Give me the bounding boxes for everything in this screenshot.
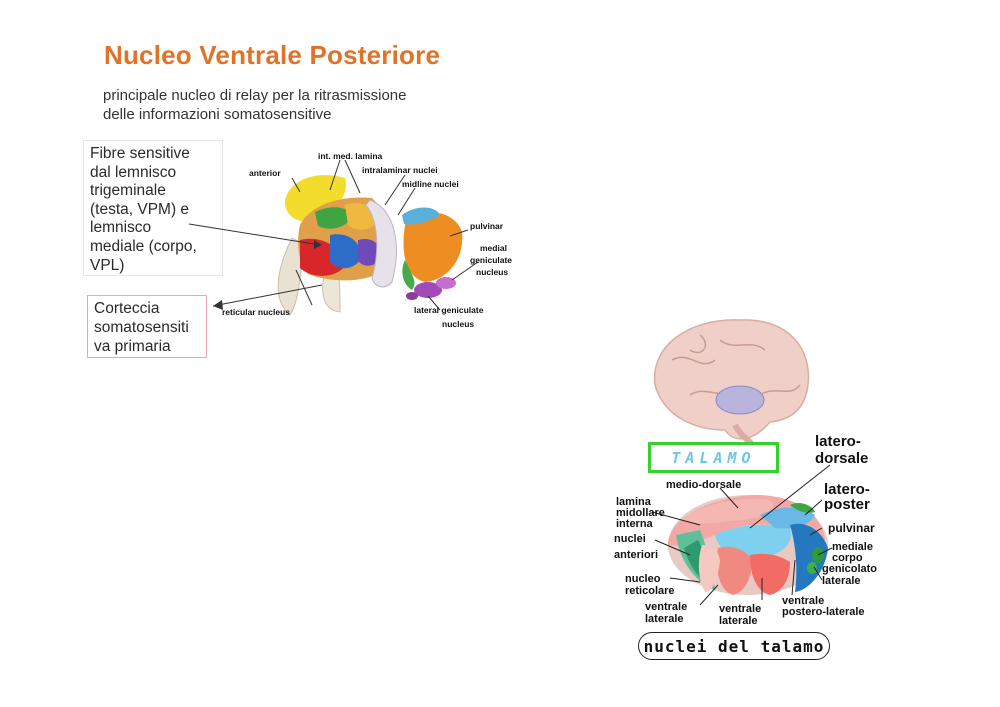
talamo-label: TALAMO [671, 448, 756, 467]
slide-title: Nucleo Ventrale Posteriore [104, 40, 441, 70]
label-latero-poster: poster [824, 496, 870, 513]
label-laterale: laterale [822, 575, 861, 587]
label-lateral-geniculate: nucleus [442, 319, 474, 329]
box-line: (testa, VPM) e [90, 200, 190, 218]
label-reticular: reticular nucleus [222, 307, 290, 317]
label-nucleo-reticolare: nucleo [625, 573, 661, 585]
fibre-sensitive-box: Fibre sensitive dal lemnisco trigeminale… [83, 140, 223, 276]
box-line: dal lemnisco [90, 163, 177, 181]
box-line: somatosensiti [94, 319, 189, 336]
brain-illustration [653, 319, 810, 450]
box-line: mediale (corpo, [90, 237, 197, 255]
nuclei-del-talamo-text: nuclei del talamo [643, 636, 825, 656]
label-ventrale-postero-laterale: ventrale [782, 595, 824, 607]
label-intralaminar: intralaminar nuclei [362, 165, 438, 175]
box-line: VPL) [90, 256, 125, 274]
label-ventrale-laterale: ventrale [645, 601, 687, 613]
subtitle-line: delle informazioni somatosensitive [103, 106, 332, 123]
label-mediale-genicolato: mediale [832, 541, 873, 553]
label-medial-geniculate: geniculate [470, 255, 512, 265]
diagram2-labels: latero- dorsale medio-dorsale latero- po… [614, 433, 877, 627]
talamo-label-box: TALAMO [648, 442, 779, 473]
arrow-head [314, 240, 322, 249]
label-lamina: lamina [616, 496, 652, 508]
label-medio-dorsale: medio-dorsale [666, 479, 741, 491]
label-lateral-geniculate: lateral geniculate [414, 305, 484, 315]
box-line: Fibre sensitive [90, 145, 190, 162]
label-lamina: interna [616, 518, 654, 530]
label-mediale-genicolato: corpo [832, 552, 863, 564]
diagram2-leader-lines [651, 464, 833, 606]
box-line: trigeminale [90, 182, 166, 200]
label-nuclei-anteriori: anteriori [614, 549, 658, 561]
slide-subtitle: principale nucleo di relay per la ritras… [103, 86, 483, 124]
label-anterior: anterior [249, 168, 281, 178]
label-nucleo-reticolare: reticolare [625, 585, 675, 597]
label-mediale-genicolato: genicolato [822, 563, 877, 575]
label-lamina: midollare [616, 507, 665, 519]
label-int-med-lamina: int. med. lamina [318, 151, 383, 161]
box-line: Corteccia [94, 300, 160, 317]
diagram1-labels: anterior int. med. lamina intralaminar n… [222, 151, 512, 329]
label-medial-geniculate: medial [480, 243, 507, 253]
box-line: lemnisco [90, 219, 152, 237]
subtitle-line: principale nucleo di relay per la ritras… [103, 87, 407, 104]
box-line: va primaria [94, 338, 171, 355]
nuclei-del-talamo-title: nuclei del talamo [638, 632, 830, 660]
thalamus-illustration [277, 174, 463, 316]
label-pulvinar: pulvinar [470, 221, 504, 231]
arrow-head [213, 300, 223, 310]
label-ventrale-laterale: ventrale [719, 603, 761, 615]
label-medial-geniculate: nucleus [476, 267, 508, 277]
corteccia-box: Corteccia somatosensiti va primaria [87, 295, 207, 358]
label-latero-dorsale: latero- [815, 433, 861, 450]
thalamus-nuclei-illustration [668, 495, 828, 595]
label-ventrale-laterale: laterale [719, 615, 758, 627]
label-nuclei-anteriori: nuclei [614, 533, 646, 545]
label-latero-dorsale: dorsale [815, 450, 868, 467]
label-ventrale-postero-laterale: postero-laterale [782, 606, 865, 618]
diagram1-leader-lines [188, 159, 479, 311]
label-midline: midline nuclei [402, 179, 459, 189]
label-latero-poster: latero- [824, 481, 870, 498]
label-ventrale-laterale: laterale [645, 613, 684, 625]
label-pulvinar: pulvinar [828, 521, 875, 535]
